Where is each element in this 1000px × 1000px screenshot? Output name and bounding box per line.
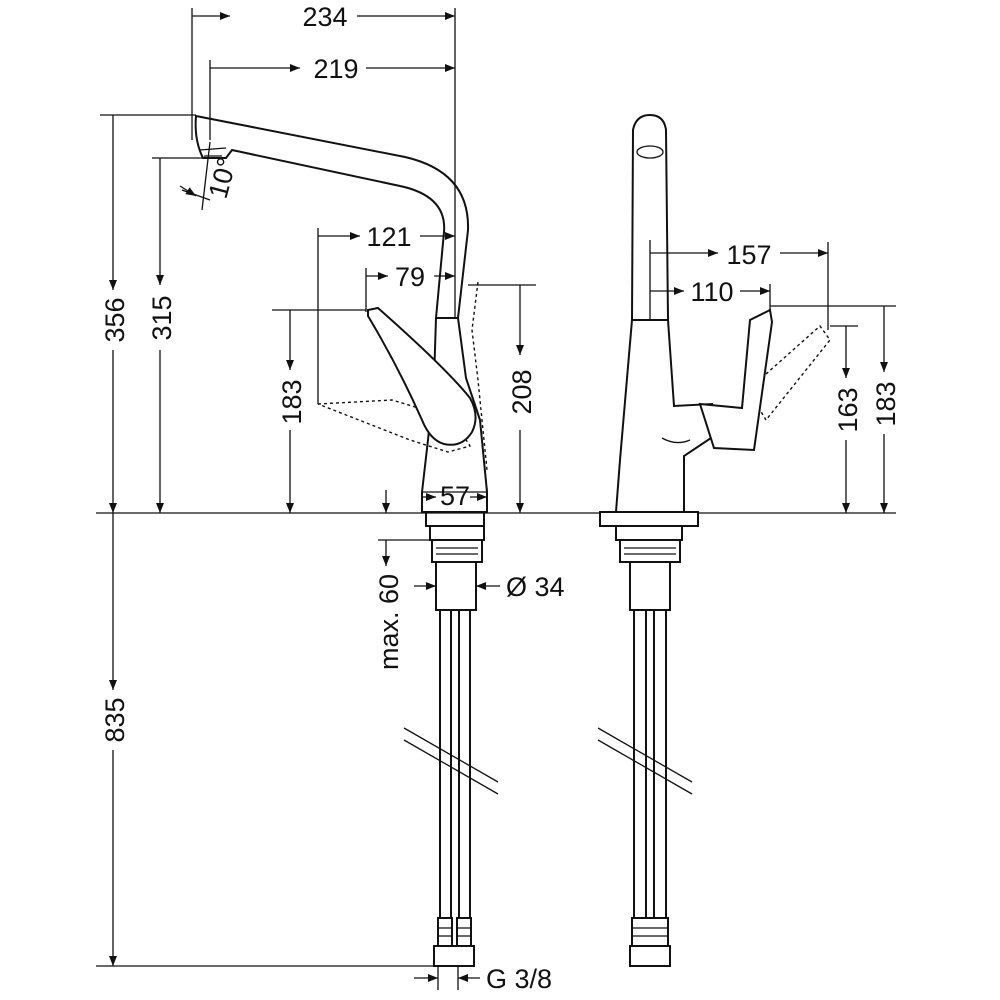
dim-157: 157	[726, 240, 771, 270]
side-hoses	[597, 610, 693, 967]
dim-835: 835	[100, 697, 130, 742]
side-aerator	[636, 145, 664, 159]
dim-angle: 10°	[203, 154, 243, 201]
side-body	[614, 319, 716, 513]
dim-356: 356	[100, 297, 130, 342]
front-shank	[435, 561, 477, 611]
dim-208: 208	[507, 369, 537, 414]
dim-thread: G 3/8	[486, 964, 552, 994]
dimensions-front: 234 219 356 315 10° 121 79 183 208	[96, 2, 600, 994]
dim-219: 219	[313, 54, 358, 84]
front-hoses	[403, 610, 499, 967]
dim-163: 163	[833, 387, 863, 432]
front-lever	[367, 306, 477, 446]
side-nut	[619, 539, 681, 563]
front-spout	[194, 114, 470, 319]
dim-121: 121	[366, 222, 411, 252]
dim-max60: max. 60	[374, 574, 404, 670]
front-base-plate	[425, 511, 485, 527]
side-lever	[698, 308, 774, 452]
dim-79: 79	[395, 262, 425, 292]
dim-315: 315	[147, 295, 177, 340]
dim-183-side: 183	[871, 381, 901, 426]
dim-57: 57	[440, 481, 470, 511]
side-spout	[630, 113, 670, 321]
dim-dia34: Ø 34	[506, 572, 565, 602]
side-shank	[629, 561, 671, 611]
dim-110: 110	[690, 277, 733, 307]
front-lever-alt	[317, 399, 472, 453]
dim-234: 234	[302, 2, 347, 32]
side-view	[597, 113, 831, 967]
dimensions-side: 157 110 163 183	[649, 240, 901, 514]
front-aerator	[199, 147, 227, 157]
dim-183-front: 183	[277, 379, 307, 424]
side-base-plate	[599, 511, 699, 527]
front-nut	[431, 539, 483, 563]
front-view	[194, 114, 499, 967]
